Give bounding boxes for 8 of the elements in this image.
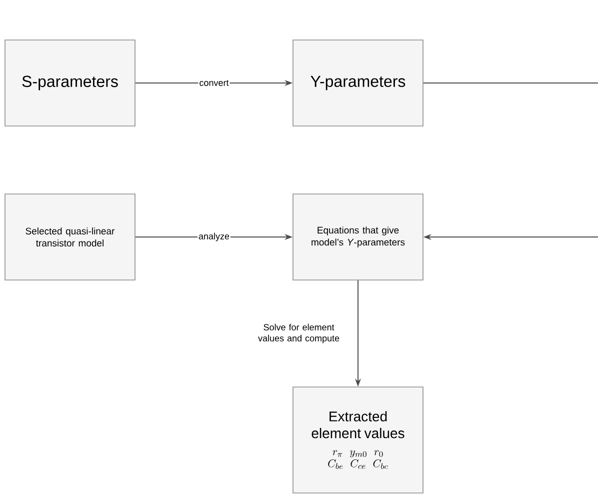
- edge-label: Solve for element values and compute: [258, 324, 340, 344]
- edge-label: analyze: [198, 232, 230, 242]
- process-box: S-parameters: [4, 40, 136, 126]
- process-box: Y-parameters: [292, 40, 424, 126]
- process-box: Extracted element values $r_\pi$ $y_{m0}$ $r_0$ $C_{be}$ $C_{ce}$ $C_{bc}$: [292, 386, 424, 494]
- process-box: Selected quasi-linear transistor model: [4, 194, 136, 280]
- edge-label: convert: [200, 80, 229, 86]
- process-box: Equations that give model’s Y-parameters: [292, 194, 424, 280]
